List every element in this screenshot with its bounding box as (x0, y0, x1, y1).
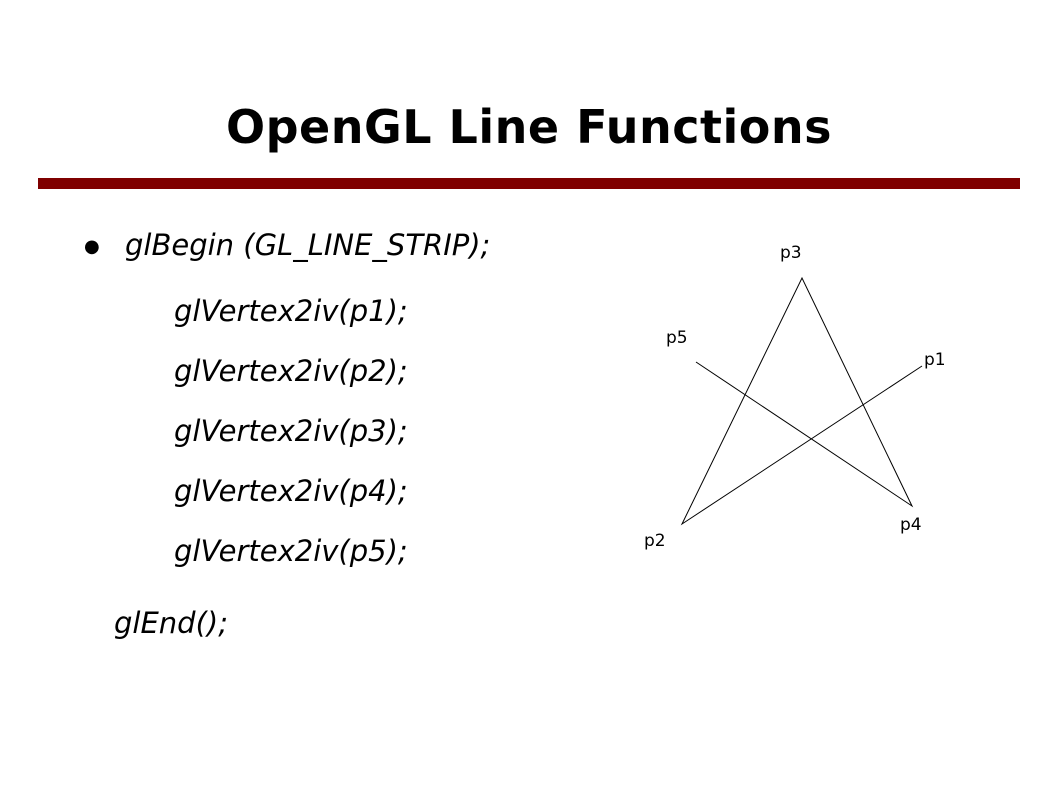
line-strip-diagram: p1 p2 p3 p4 p5 (644, 243, 946, 551)
code-line-vertex-p2: glVertex2iv(p2); (174, 354, 408, 388)
vertex-label-p2: p2 (644, 531, 666, 551)
vertex-label-p3: p3 (780, 243, 802, 263)
code-block: ● glBegin (GL_LINE_STRIP); glVertex2iv(p… (84, 228, 491, 640)
vertex-label-p5: p5 (666, 328, 688, 348)
vertex-label-p1: p1 (924, 350, 946, 370)
code-line-vertex-p1: glVertex2iv(p1); (174, 294, 408, 328)
bullet-dot-icon: ● (84, 236, 100, 257)
vertex-label-p4: p4 (900, 515, 922, 535)
code-line-vertex-p5: glVertex2iv(p5); (174, 534, 408, 568)
code-line-begin: glBegin (GL_LINE_STRIP); (125, 228, 491, 262)
code-line-vertex-p4: glVertex2iv(p4); (174, 474, 408, 508)
slide-title: OpenGL Line Functions (226, 100, 832, 154)
code-line-vertex-p3: glVertex2iv(p3); (174, 414, 408, 448)
code-line-end: glEnd(); (114, 606, 228, 640)
title-underline-bar (38, 178, 1020, 189)
line-strip-polyline (680, 276, 923, 526)
